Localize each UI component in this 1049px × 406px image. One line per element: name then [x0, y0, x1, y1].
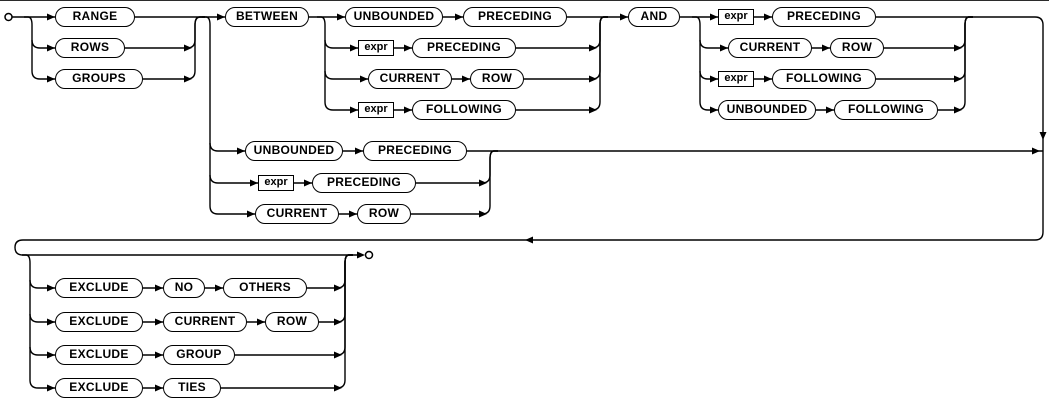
terminal-between: BETWEEN — [225, 7, 309, 27]
terminal-groups: GROUPS — [55, 69, 143, 89]
terminal-and: AND — [628, 7, 680, 27]
terminal-preceding-4: PRECEDING — [363, 141, 467, 161]
terminal-following-2: FOLLOWING — [772, 69, 876, 89]
terminal-row-3: ROW — [357, 204, 411, 224]
terminal-preceding-3: PRECEDING — [772, 7, 876, 27]
terminal-no: NO — [163, 278, 205, 298]
nonterminal-expr-4: expr — [718, 71, 754, 87]
terminal-exclude-1: EXCLUDE — [55, 278, 143, 298]
terminal-unbounded-3: UNBOUNDED — [245, 141, 343, 161]
terminal-unbounded-1: UNBOUNDED — [345, 7, 443, 27]
terminal-unbounded-2: UNBOUNDED — [718, 100, 816, 120]
terminal-preceding-5: PRECEDING — [312, 173, 416, 193]
nonterminal-expr-1: expr — [358, 40, 394, 56]
terminal-exclude-4: EXCLUDE — [55, 378, 143, 398]
terminal-group: GROUP — [163, 345, 235, 365]
terminal-row-4: ROW — [265, 312, 319, 332]
end-node — [364, 250, 374, 260]
nonterminal-expr-3: expr — [718, 9, 754, 25]
terminal-range: RANGE — [55, 7, 135, 27]
page-top-rule — [0, 0, 1049, 1]
terminal-following-1: FOLLOWING — [412, 100, 516, 120]
terminal-exclude-3: EXCLUDE — [55, 345, 143, 365]
wire-paths — [12, 16, 1044, 389]
nonterminal-expr-2: expr — [358, 102, 394, 118]
terminal-exclude-2: EXCLUDE — [55, 312, 143, 332]
terminal-ties: TIES — [163, 378, 221, 398]
terminal-preceding-1: PRECEDING — [463, 7, 567, 27]
terminal-current-3: CURRENT — [255, 204, 339, 224]
terminal-others: OTHERS — [223, 278, 307, 298]
terminal-preceding-2: PRECEDING — [412, 38, 516, 58]
terminal-current-1: CURRENT — [368, 69, 452, 89]
terminal-row-1: ROW — [470, 69, 524, 89]
arrowheads — [47, 13, 1047, 392]
terminal-rows: ROWS — [55, 38, 125, 58]
terminal-row-2: ROW — [830, 38, 884, 58]
terminal-following-3: FOLLOWING — [834, 100, 938, 120]
start-node — [4, 12, 13, 22]
terminal-current-2: CURRENT — [728, 38, 812, 58]
nonterminal-expr-5: expr — [258, 175, 294, 191]
terminal-current-4: CURRENT — [163, 312, 247, 332]
